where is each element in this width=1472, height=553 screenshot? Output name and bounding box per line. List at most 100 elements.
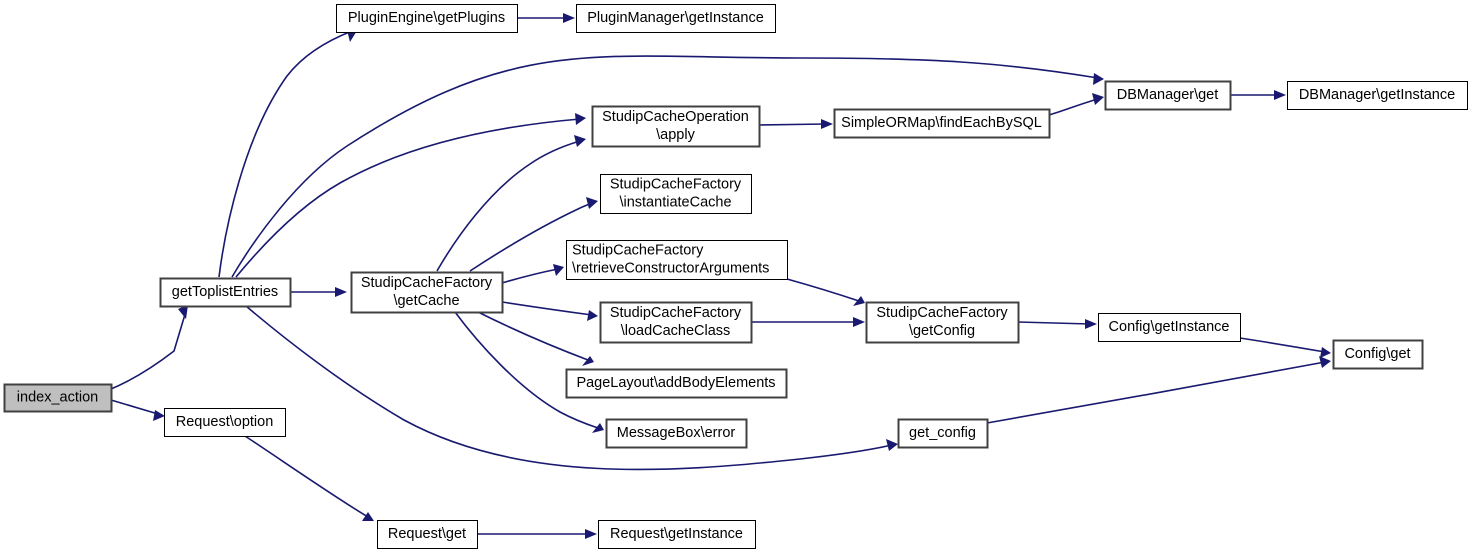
node-box[interactable] — [599, 301, 753, 344]
arrowhead-icon — [362, 512, 374, 521]
node-box[interactable] — [1098, 313, 1241, 342]
node-label: Config\getInstance — [1109, 319, 1230, 335]
arrowhead-icon — [821, 119, 833, 129]
node-config_getinstance[interactable]: Config\getInstance — [1098, 313, 1241, 342]
edge-studip_cache_factory_loadcacheclass-to-studip_cache_factory_getconfig — [751, 317, 865, 327]
node-label: \retrieveConstructorArguments — [572, 260, 769, 276]
node-label: StudipCacheFactory — [610, 305, 742, 321]
arrowhead-icon — [585, 529, 597, 539]
edge-plugin_engine_getplugins-to-plugin_manager_getinstance — [517, 13, 575, 23]
node-dbmanager_get[interactable]: DBManager\get — [1104, 80, 1232, 111]
edge-line — [1048, 98, 1099, 116]
edge-line — [231, 55, 1099, 278]
node-box[interactable] — [3, 383, 113, 413]
arrowhead-icon — [1093, 73, 1104, 85]
arrowhead-icon — [574, 135, 586, 147]
node-pagelayout_addbodyelements[interactable]: PageLayout\addBodyElements — [565, 368, 788, 399]
node-box[interactable] — [350, 271, 504, 314]
edge-studip_cache_operation_apply-to-simpleormap_findeachbysql — [758, 119, 833, 129]
arrowhead-icon — [1092, 93, 1104, 105]
arrowhead-icon — [1274, 90, 1286, 100]
node-label: \getCache — [393, 293, 459, 309]
arrowhead-icon — [178, 305, 188, 319]
arrowhead-icon — [1320, 347, 1331, 358]
arrowhead-icon — [592, 423, 604, 433]
edge-getToplistEntries-to-dbmanager_get — [231, 55, 1104, 278]
node-box[interactable] — [336, 4, 518, 33]
node-request_getinstance[interactable]: Request\getInstance — [598, 520, 756, 549]
node-label: Request\getInstance — [610, 526, 743, 542]
arrowhead-icon — [575, 113, 586, 125]
node-request_get[interactable]: Request\get — [377, 520, 478, 549]
edge-studip_cache_factory_getcache-to-studip_cache_factory_retrieveconstructorarguments — [501, 264, 564, 284]
edge-line — [1017, 321, 1091, 325]
node-box[interactable] — [833, 108, 1051, 139]
edge-studip_cache_factory_retrieveconstructorarguments-to-studip_cache_factory_getconfig — [786, 278, 865, 306]
node-box[interactable] — [1287, 81, 1468, 110]
edge-studip_cache_factory_getcache-to-pagelayout_addbodyelements — [477, 311, 594, 366]
edge-request_option-to-request_get — [244, 435, 374, 521]
edge-line — [436, 140, 581, 272]
node-box[interactable] — [1332, 339, 1424, 370]
arrowhead-icon — [553, 264, 564, 276]
node-box[interactable] — [566, 240, 788, 280]
nodes-layer: index_action getToplistEntriesRequest\opt… — [3, 4, 1468, 549]
edge-line — [786, 278, 860, 302]
node-box[interactable] — [865, 301, 1020, 344]
node-simpleormap_findeachbysql[interactable]: SimpleORMap\findEachBySQL — [833, 108, 1051, 139]
arrowhead-icon — [586, 197, 598, 209]
node-label: StudipCacheFactory — [572, 242, 704, 258]
edge-getToplistEntries-to-studip_cache_factory_getcache — [290, 287, 347, 297]
node-label: \apply — [656, 127, 695, 143]
node-label: StudipCacheFactory — [361, 275, 493, 291]
node-label: PluginManager\getInstance — [587, 10, 764, 26]
edge-request_get-to-request_getinstance — [477, 529, 597, 539]
node-plugin_engine_getplugins[interactable]: PluginEngine\getPlugins — [336, 4, 518, 33]
node-box[interactable] — [600, 174, 752, 214]
node-studip_cache_factory_instantiatecache[interactable]: StudipCacheFactory\instantiateCache — [600, 174, 752, 214]
edge-getToplistEntries-to-get_config — [245, 305, 898, 471]
edge-line — [110, 399, 159, 415]
edge-index_action-to-request_option — [110, 399, 165, 421]
edge-line — [501, 301, 593, 316]
node-box[interactable] — [1104, 80, 1232, 111]
node-box[interactable] — [591, 105, 761, 148]
node-studip_cache_factory_retrieveconstructorarguments[interactable]: StudipCacheFactory \retrieveConstructorAr… — [566, 240, 788, 280]
edge-line — [469, 202, 593, 272]
node-label: getToplistEntries — [172, 284, 278, 300]
node-studip_cache_operation_apply[interactable]: StudipCacheOperation \apply — [591, 105, 761, 148]
edge-line — [244, 435, 369, 518]
node-get_config[interactable]: get_config — [897, 418, 989, 449]
arrowhead-icon — [335, 287, 347, 297]
edge-get_config-to-config_get — [986, 356, 1331, 424]
node-studip_cache_factory_loadcacheclass[interactable]: StudipCacheFactory\loadCacheClass — [599, 301, 753, 344]
edge-line — [1239, 337, 1326, 353]
node-label: SimpleORMap\findEachBySQL — [841, 115, 1042, 131]
node-getToplistEntries[interactable]: getToplistEntries — [159, 277, 292, 308]
node-label: index_action — [17, 389, 98, 405]
node-plugin_manager_getinstance[interactable]: PluginManager\getInstance — [576, 4, 776, 33]
edge-line — [245, 305, 893, 471]
node-dbmanager_getinstance[interactable]: DBManager\getInstance — [1287, 81, 1468, 110]
node-box[interactable] — [897, 418, 989, 449]
node-box[interactable] — [159, 277, 292, 308]
arrowhead-icon — [886, 439, 898, 451]
node-box[interactable] — [565, 368, 788, 399]
node-index_action[interactable]: index_action — [3, 383, 113, 413]
arrowhead-icon — [1319, 356, 1331, 368]
node-request_option[interactable]: Request\option — [164, 408, 286, 437]
node-studip_cache_factory_getcache[interactable]: StudipCacheFactory \getCache — [350, 271, 504, 314]
node-label: \getConfig — [909, 323, 975, 339]
node-box[interactable] — [164, 408, 286, 437]
node-box[interactable] — [598, 520, 756, 549]
node-label: StudipCacheOperation — [602, 109, 749, 125]
node-config_get[interactable]: Config\get — [1332, 339, 1424, 370]
node-box[interactable] — [576, 4, 776, 33]
node-label: MessageBox\error — [617, 425, 736, 441]
node-box[interactable] — [605, 418, 748, 449]
node-box[interactable] — [377, 520, 478, 549]
edge-line — [454, 311, 599, 429]
node-studip_cache_factory_getconfig[interactable]: StudipCacheFactory\getConfig — [865, 301, 1020, 344]
node-messagebox_error[interactable]: MessageBox\error — [605, 418, 748, 449]
